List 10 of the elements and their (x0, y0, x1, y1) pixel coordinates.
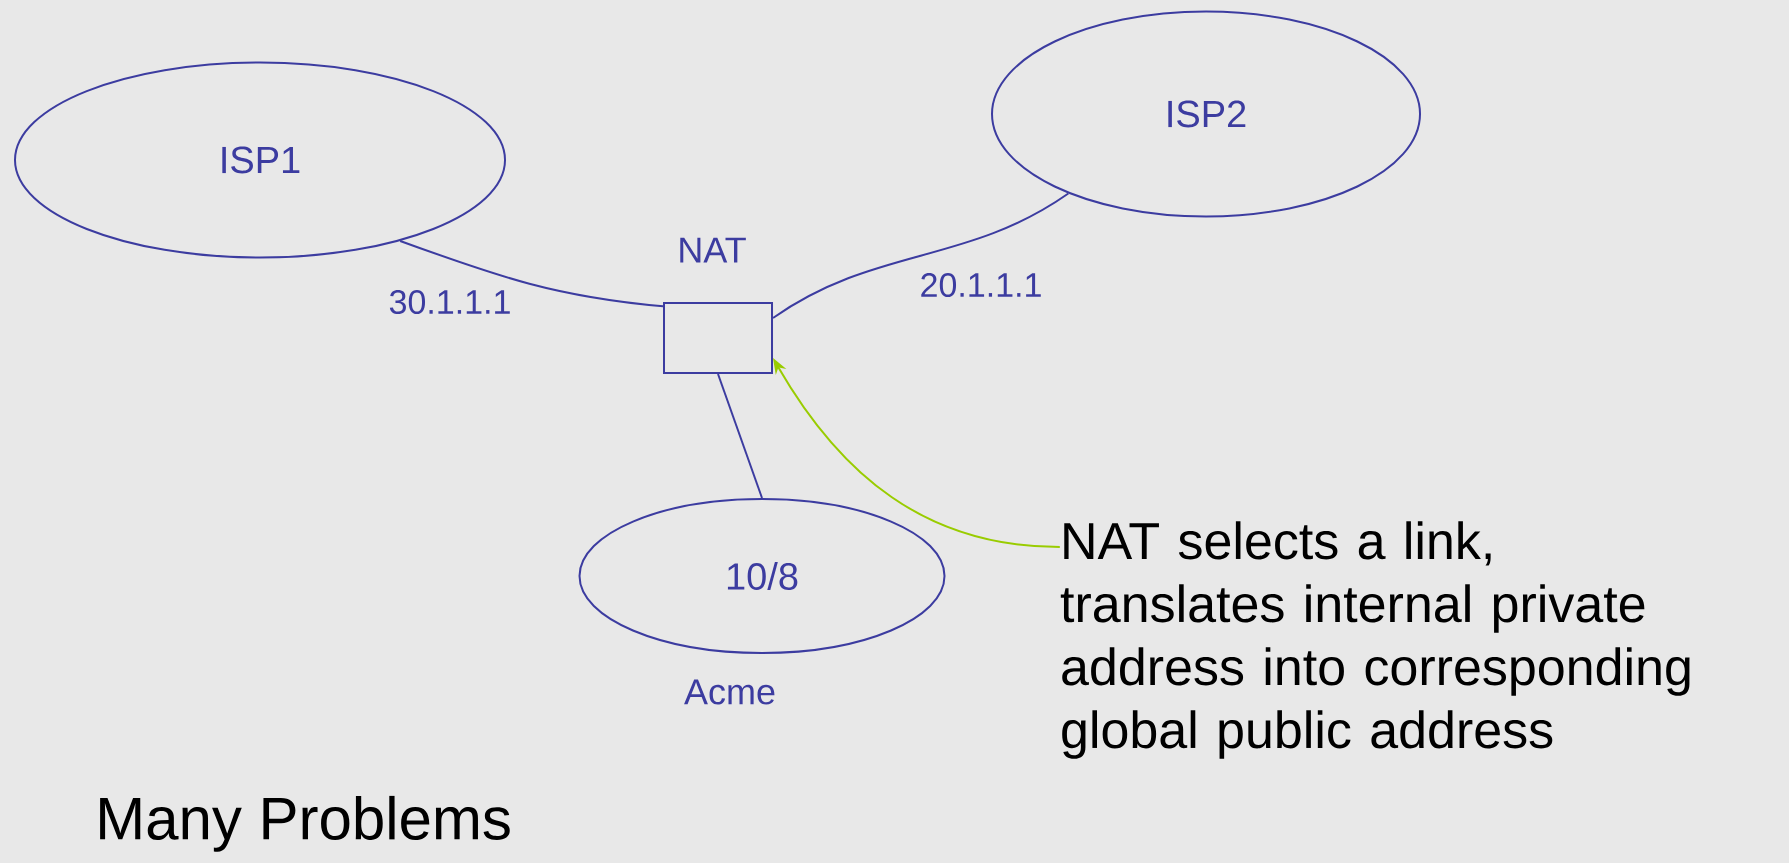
link-line (772, 192, 1070, 319)
heading: Many Problems (100, 795, 510, 852)
node-caption: NAT (680, 237, 746, 263)
node-caption: Acme (684, 679, 775, 705)
router-box (663, 302, 773, 374)
edge-label: 30.1.1.1 (385, 286, 515, 318)
link-line (717, 373, 763, 499)
link-line (399, 239, 664, 308)
callout-text: NAT selects a link, translates internal private address into corresponding global public address (1060, 521, 1690, 759)
edge-label: 20.1.1.1 (916, 269, 1046, 301)
